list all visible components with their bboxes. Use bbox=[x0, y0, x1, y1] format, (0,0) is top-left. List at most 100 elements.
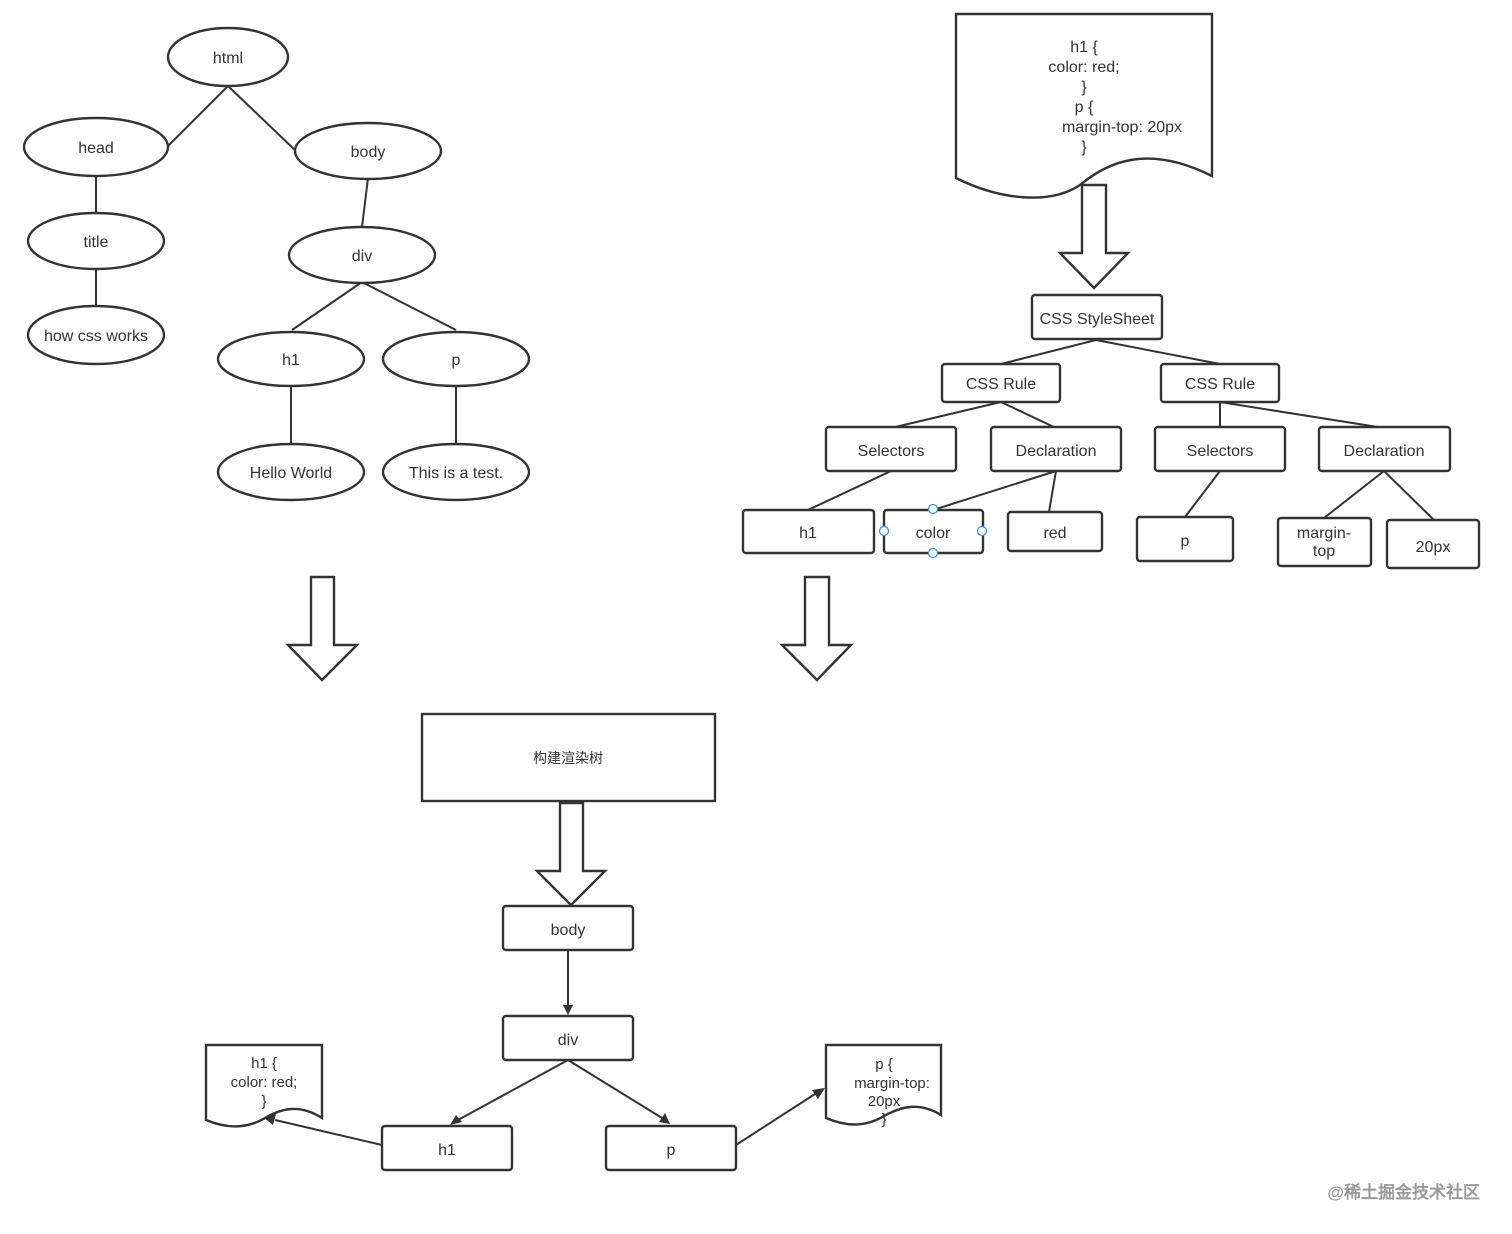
dom-node-title-label: title bbox=[84, 234, 109, 251]
hollow-arrow-cssom-down bbox=[779, 575, 854, 682]
render-tree-title: 构建渲染树 bbox=[533, 750, 603, 766]
dom-node-h1-text-label: Hello World bbox=[250, 465, 332, 482]
cssom-node-h1: h1 bbox=[741, 508, 876, 555]
dom-node-h1-text: Hello World bbox=[216, 442, 366, 502]
dom-node-p-label: p bbox=[452, 352, 461, 369]
cssom-node-color[interactable]: color bbox=[878, 503, 988, 559]
css-line-2: color: red; bbox=[1048, 59, 1119, 76]
edge-sheet-rule2 bbox=[1095, 339, 1221, 365]
cssom-node-20px: 20px bbox=[1385, 518, 1481, 570]
edge-declaration2-margin bbox=[1323, 470, 1385, 519]
cssom-node-selectors-2: Selectors bbox=[1153, 425, 1287, 473]
render-node-p-label: p bbox=[667, 1142, 676, 1159]
cssom-node-declaration-2: Declaration bbox=[1317, 425, 1452, 473]
arrowhead-div-p bbox=[659, 1113, 670, 1124]
css-line-3: } bbox=[1081, 79, 1087, 96]
watermark: @稀土掘金技术社区 bbox=[1327, 1182, 1480, 1202]
css-line-1: h1 { bbox=[1070, 39, 1098, 56]
cssom-node-selectors-1-label: Selectors bbox=[858, 443, 925, 460]
edge-body-div bbox=[361, 177, 369, 228]
css-source-document: h1 { color: red; } p { margin-top: 20px … bbox=[954, 12, 1214, 199]
edge-div-p bbox=[567, 1059, 663, 1119]
dom-node-h1: h1 bbox=[216, 330, 366, 388]
render-node-p: p bbox=[604, 1124, 738, 1172]
dom-node-body-label: body bbox=[351, 144, 386, 161]
p-style-line-1: p { bbox=[875, 1056, 893, 1073]
dom-node-p: p bbox=[381, 330, 531, 388]
h1-style-line-1: h1 { bbox=[251, 1055, 277, 1072]
render-tree: 构建渲染树 body div h1 p bbox=[204, 712, 943, 1172]
cssom-node-margin-top: margin- top bbox=[1276, 516, 1373, 568]
edge-rule1-declaration bbox=[1000, 401, 1057, 429]
cssom-node-red: red bbox=[1006, 510, 1104, 553]
cssom-node-rule-2: CSS Rule bbox=[1159, 362, 1281, 404]
arrowhead-body-div bbox=[563, 1005, 573, 1015]
css-line-5: margin-top: 20px bbox=[1062, 119, 1182, 136]
render-node-h1: h1 bbox=[380, 1124, 514, 1172]
edge-rule2-declaration bbox=[1219, 401, 1385, 429]
cssom-node-color-label: color bbox=[916, 525, 951, 542]
selection-handle-bottom[interactable] bbox=[927, 547, 939, 559]
edge-declaration1-red bbox=[1048, 470, 1057, 513]
cssom-node-rule-1-label: CSS Rule bbox=[966, 376, 1036, 393]
dom-node-h1-label: h1 bbox=[282, 352, 300, 369]
cssom-node-p-label: p bbox=[1181, 533, 1190, 550]
dom-node-title: title bbox=[26, 211, 166, 271]
dom-node-div: div bbox=[287, 225, 437, 285]
cssom-node-selectors-2-label: Selectors bbox=[1187, 443, 1254, 460]
cssom-node-20px-label: 20px bbox=[1416, 539, 1451, 556]
dom-node-html: html bbox=[166, 26, 290, 88]
render-node-body: body bbox=[501, 904, 635, 952]
dom-node-p-text-label: This is a test. bbox=[409, 465, 503, 482]
cssom-tree: CSS StyleSheet CSS Rule CSS Rule Selecto… bbox=[741, 293, 1481, 570]
edge-html-body bbox=[227, 85, 297, 152]
cssom-node-rule-1: CSS Rule bbox=[940, 362, 1062, 404]
p-style-line-3: 20px bbox=[868, 1093, 901, 1110]
edge-declaration2-20px bbox=[1383, 470, 1435, 521]
dom-tree: html head body title how css works div h… bbox=[22, 26, 531, 502]
render-node-h1-label: h1 bbox=[438, 1142, 456, 1159]
arrowhead-p-style bbox=[812, 1088, 825, 1099]
edge-selectors1-h1 bbox=[807, 470, 892, 511]
cssom-node-selectors-1: Selectors bbox=[824, 425, 958, 473]
edge-sheet-rule1 bbox=[1000, 339, 1097, 365]
dom-node-p-text: This is a test. bbox=[381, 442, 531, 502]
cssom-node-declaration-1-label: Declaration bbox=[1016, 443, 1097, 460]
hollow-arrow-dom-down bbox=[285, 575, 360, 682]
cssom-node-stylesheet-label: CSS StyleSheet bbox=[1040, 311, 1155, 328]
hollow-arrow-render-down bbox=[534, 801, 608, 907]
h1-style-line-3: } bbox=[261, 1093, 266, 1110]
cssom-node-declaration-2-label: Declaration bbox=[1344, 443, 1425, 460]
dom-node-title-text-label: how css works bbox=[44, 328, 148, 345]
cssom-node-margin-top-line1: margin- bbox=[1297, 525, 1351, 542]
hollow-arrow-css-parse bbox=[1057, 183, 1131, 290]
render-tree-title-box: 构建渲染树 bbox=[420, 712, 717, 803]
dom-node-div-label: div bbox=[352, 248, 372, 265]
edge-selectors2-p bbox=[1184, 470, 1221, 518]
dom-node-title-text: how css works bbox=[26, 304, 166, 366]
selection-handle-right[interactable] bbox=[976, 525, 988, 537]
css-line-4: p { bbox=[1075, 99, 1094, 116]
edge-div-p bbox=[361, 281, 457, 331]
dom-node-html-label: html bbox=[213, 50, 243, 67]
edge-h1-style bbox=[274, 1119, 383, 1146]
cssom-node-h1-label: h1 bbox=[799, 525, 817, 542]
edge-div-h1 bbox=[291, 281, 363, 331]
dom-node-head: head bbox=[22, 116, 170, 178]
cssom-node-rule-2-label: CSS Rule bbox=[1185, 376, 1255, 393]
dom-node-body: body bbox=[293, 121, 443, 181]
selection-handle-left[interactable] bbox=[878, 525, 890, 537]
render-node-body-label: body bbox=[551, 922, 586, 939]
selection-handle-top[interactable] bbox=[927, 503, 939, 515]
render-node-div: div bbox=[501, 1014, 635, 1062]
edge-p-style bbox=[735, 1093, 816, 1146]
edge-div-h1 bbox=[457, 1059, 569, 1121]
arrowhead-div-h1 bbox=[450, 1115, 462, 1125]
cssom-node-p: p bbox=[1135, 515, 1235, 563]
p-style-line-2: margin-top: bbox=[854, 1075, 930, 1092]
edge-declaration1-color bbox=[932, 470, 1057, 511]
cssom-node-red-label: red bbox=[1043, 525, 1066, 542]
cssom-node-margin-top-line2: top bbox=[1313, 543, 1335, 560]
cssom-node-declaration-1: Declaration bbox=[989, 425, 1123, 473]
